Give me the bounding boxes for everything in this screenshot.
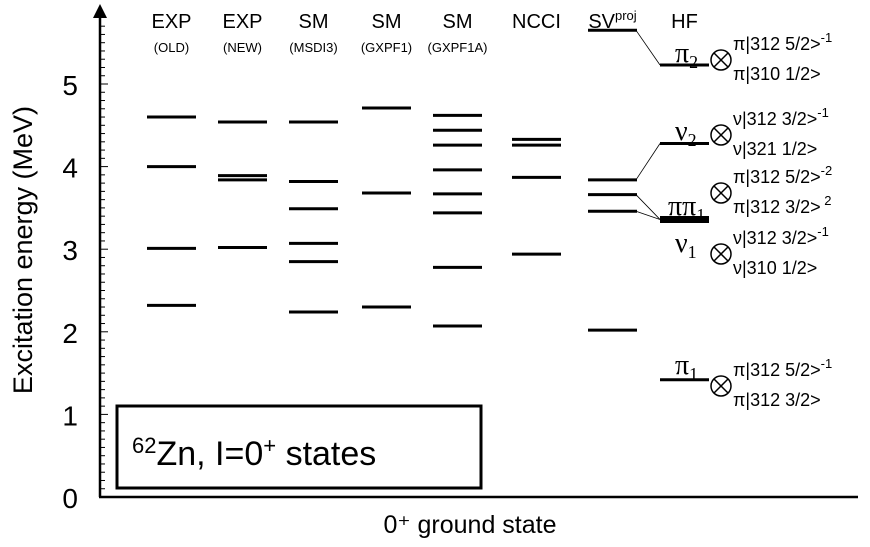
column-header: EXP xyxy=(222,11,262,33)
states-label: states xyxy=(276,435,376,473)
otimes-stroke xyxy=(713,246,729,262)
config-exponent: 2 xyxy=(821,193,832,208)
title-text: 62Zn, I=0+ states xyxy=(132,433,376,473)
parity-sup: + xyxy=(263,433,276,458)
column-subheader: (GXPF1) xyxy=(361,40,412,55)
otimes-stroke xyxy=(713,185,729,201)
otimes-circle xyxy=(710,375,732,397)
y-tick-label: 4 xyxy=(62,153,78,184)
config-exponent: -1 xyxy=(821,356,833,371)
hf-state-index: 2 xyxy=(689,52,698,72)
hf-config-line1: π|312 5/2>-1 xyxy=(733,30,832,54)
hf-config-line2: π|312 3/2> xyxy=(733,390,821,410)
otimes-circle xyxy=(710,182,732,204)
hf-config-line2: π|312 3/2> 2 xyxy=(733,193,832,217)
column-subheader: (MSDI3) xyxy=(289,40,337,55)
hf-state-label: π1 xyxy=(675,350,698,384)
otimes-circle xyxy=(710,243,732,265)
hf-state-index: 1 xyxy=(689,364,698,384)
config-exponent: -1 xyxy=(817,105,829,120)
column-header: SM xyxy=(443,11,473,33)
y-axis-arrow-icon xyxy=(93,4,107,18)
config-exponent: -1 xyxy=(817,224,829,239)
column-subheader: (GXPF1A) xyxy=(428,40,488,55)
column-header: SM xyxy=(299,11,329,33)
column-subheader: (OLD) xyxy=(154,40,189,55)
hf-config-line2: π|310 1/2> xyxy=(733,64,821,84)
otimes-stroke xyxy=(713,127,729,143)
otimes-icon xyxy=(710,182,732,204)
hf-config-line2: ν|310 1/2> xyxy=(733,258,817,278)
hf-state-index: 1 xyxy=(696,205,705,225)
otimes-circle xyxy=(710,49,732,71)
otimes-icon xyxy=(710,49,732,71)
y-tick-label: 1 xyxy=(62,400,78,431)
mass-number: 62 xyxy=(132,433,156,458)
y-axis-label: Excitation energy (MeV) xyxy=(8,106,38,394)
hf-config-line2: ν|321 1/2> xyxy=(733,139,817,159)
column-header: HF xyxy=(671,11,698,33)
connection-line xyxy=(635,30,661,66)
hf-state-index: 2 xyxy=(688,130,697,150)
hf-state-label: π2 xyxy=(675,38,698,72)
hf-config-line1: π|312 5/2>-2 xyxy=(733,163,832,187)
column-header: NCCI xyxy=(512,11,561,33)
otimes-stroke xyxy=(713,378,729,394)
otimes-icon xyxy=(710,243,732,265)
otimes-circle xyxy=(710,124,732,146)
title-box xyxy=(115,404,483,490)
config-exponent: -1 xyxy=(821,30,833,45)
x-axis-label: 0⁺ ground state xyxy=(383,511,556,539)
element-label: Zn, I=0 xyxy=(156,435,263,473)
y-tick-label: 0 xyxy=(62,483,78,514)
connection-line xyxy=(635,210,661,220)
hf-state-label: ππ1 xyxy=(668,191,705,225)
otimes-icon xyxy=(710,124,732,146)
connection-line xyxy=(635,194,661,220)
column-header: SM xyxy=(372,11,402,33)
connection-line xyxy=(635,143,661,181)
y-tick-label: 3 xyxy=(62,235,78,266)
column-header-sup: proj xyxy=(615,8,637,23)
hf-config-line1: π|312 5/2>-1 xyxy=(733,356,832,380)
hf-config-line1: ν|312 3/2>-1 xyxy=(733,224,829,248)
hf-state-label: ν1 xyxy=(675,228,697,262)
hf-config-line1: ν|312 3/2>-1 xyxy=(733,105,829,129)
column-header: EXP xyxy=(151,11,191,33)
otimes-icon xyxy=(710,375,732,397)
y-tick-label: 2 xyxy=(62,318,78,349)
config-exponent: -2 xyxy=(821,163,833,178)
hf-state-index: 1 xyxy=(688,242,697,262)
otimes-stroke xyxy=(713,52,729,68)
hf-state-label: ν2 xyxy=(675,116,697,150)
y-tick-label: 5 xyxy=(62,70,78,101)
column-subheader: (NEW) xyxy=(223,40,262,55)
